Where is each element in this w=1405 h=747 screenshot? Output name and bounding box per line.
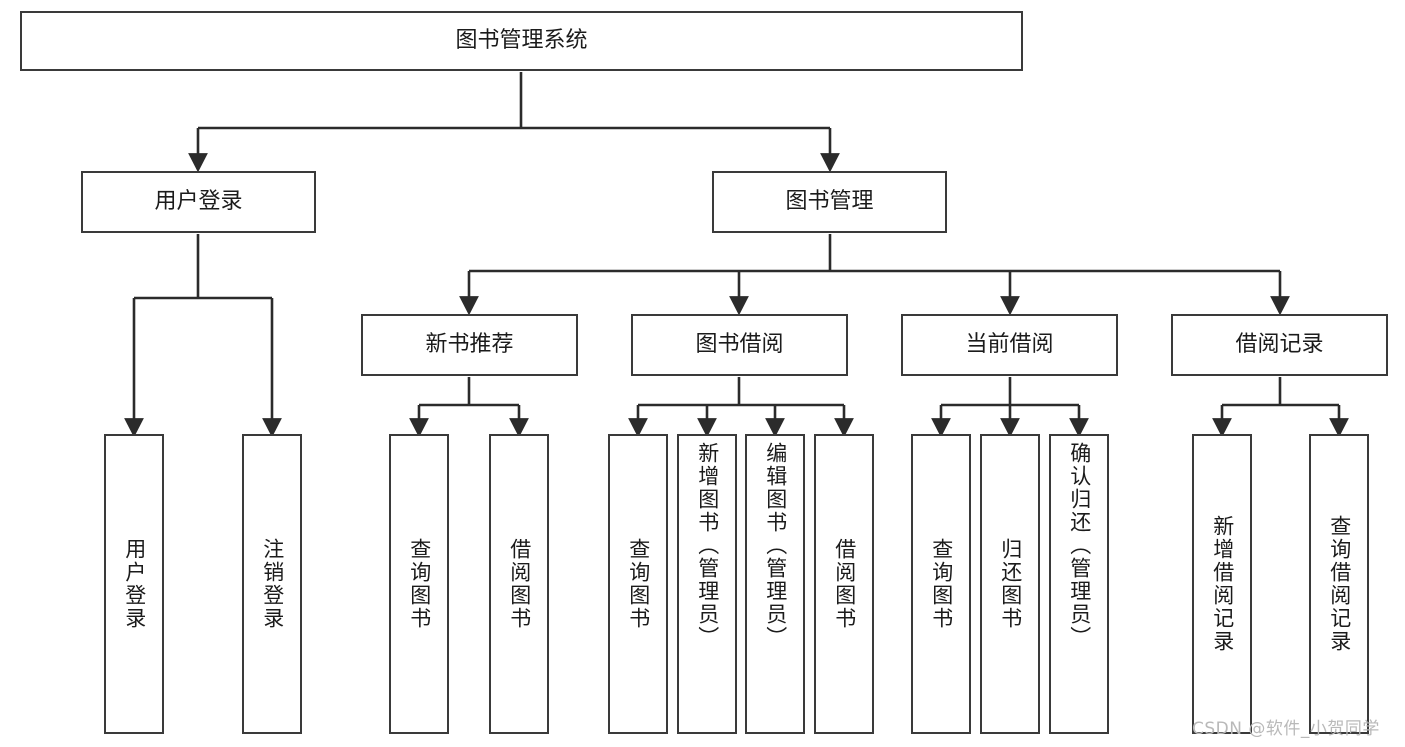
node-label: 查询图书: [929, 538, 954, 630]
node-label: 新书推荐: [425, 331, 514, 357]
node-label: 查询借阅记录: [1327, 515, 1352, 653]
node-label: 图书管理系统: [455, 27, 588, 53]
node-book-management[interactable]: 图书管理: [712, 171, 947, 233]
node-label: 新增借阅记录: [1210, 515, 1235, 653]
node-label: 用户登录: [122, 538, 147, 630]
node-label: 新增图书（管理员）: [695, 442, 720, 649]
node-label: 借阅图书: [832, 538, 857, 630]
node-label: 借阅图书: [507, 538, 532, 630]
leaf-borrow-record-query-record[interactable]: 查询借阅记录: [1309, 434, 1369, 734]
leaf-book-borrow-edit-book-admin[interactable]: 编辑图书（管理员）: [745, 434, 805, 734]
node-label: 当前借阅: [965, 331, 1054, 357]
node-current-borrow[interactable]: 当前借阅: [901, 314, 1118, 376]
node-book-borrow[interactable]: 图书借阅: [631, 314, 848, 376]
node-label: 用户登录: [154, 188, 243, 214]
node-label: 图书管理: [785, 188, 874, 214]
leaf-new-book-query-book[interactable]: 查询图书: [389, 434, 449, 734]
leaf-current-borrow-return-book[interactable]: 归还图书: [980, 434, 1040, 734]
watermark: CSDN @软件_小贺同学: [1192, 719, 1380, 739]
node-label: 确认归还（管理员）: [1067, 442, 1092, 649]
node-label: 编辑图书（管理员）: [763, 442, 788, 649]
node-root-book-management-system[interactable]: 图书管理系统: [20, 11, 1023, 71]
node-label: 归还图书: [998, 538, 1023, 630]
leaf-book-borrow-query-book[interactable]: 查询图书: [608, 434, 668, 734]
node-label: 注销登录: [260, 538, 285, 630]
node-new-book-recommend[interactable]: 新书推荐: [361, 314, 578, 376]
node-label: 查询图书: [626, 538, 651, 630]
leaf-current-borrow-query-book[interactable]: 查询图书: [911, 434, 971, 734]
node-user-login[interactable]: 用户登录: [81, 171, 316, 233]
leaf-user-login-logout[interactable]: 注销登录: [242, 434, 302, 734]
node-label: 查询图书: [407, 538, 432, 630]
node-label: 借阅记录: [1235, 331, 1324, 357]
node-borrow-record[interactable]: 借阅记录: [1171, 314, 1388, 376]
leaf-current-borrow-confirm-return-admin[interactable]: 确认归还（管理员）: [1049, 434, 1109, 734]
leaf-new-book-borrow-book[interactable]: 借阅图书: [489, 434, 549, 734]
leaf-user-login-login[interactable]: 用户登录: [104, 434, 164, 734]
leaf-book-borrow-borrow-book[interactable]: 借阅图书: [814, 434, 874, 734]
leaf-borrow-record-add-record[interactable]: 新增借阅记录: [1192, 434, 1252, 734]
node-label: 图书借阅: [695, 331, 784, 357]
leaf-book-borrow-add-book-admin[interactable]: 新增图书（管理员）: [677, 434, 737, 734]
